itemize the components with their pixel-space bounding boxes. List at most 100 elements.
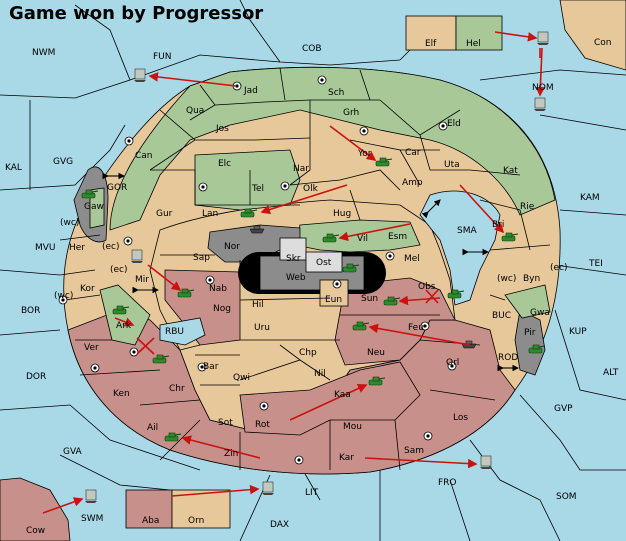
province-label-ail: Ail bbox=[147, 423, 158, 433]
province-label-jad: Jad bbox=[243, 86, 258, 96]
province-con[interactable] bbox=[559, 0, 626, 71]
coast-label-ec: (ec) bbox=[102, 242, 120, 252]
province-label-tel: Tel bbox=[251, 184, 264, 194]
province-label-sun: Sun bbox=[361, 294, 378, 304]
province-label-gur: Gur bbox=[156, 209, 173, 219]
province-elf[interactable] bbox=[405, 15, 457, 51]
province-label-feu: Feu bbox=[408, 323, 424, 333]
province-label-kaa: Kaa bbox=[334, 390, 351, 400]
sea-label-swm: SWM bbox=[81, 514, 103, 524]
sea-label-nwm: NWM bbox=[32, 48, 55, 58]
sea-label-tei: TEI bbox=[588, 259, 603, 269]
province-borders bbox=[59, 67, 551, 471]
coast-label-wc: (wc) bbox=[60, 218, 79, 228]
inner-green-north bbox=[194, 149, 301, 211]
coast-label-ec: (ec) bbox=[110, 265, 128, 275]
province-hel[interactable] bbox=[455, 15, 503, 51]
sea-label-rbu: RBU bbox=[165, 327, 184, 337]
province-label-orn: Orn bbox=[188, 516, 204, 526]
sea-label-mvu: MVU bbox=[35, 243, 56, 253]
sea-labels: NWM FUN COB NOM KAL GVG GOR KAM MVU SMA … bbox=[5, 44, 619, 530]
province-gwa-strip[interactable] bbox=[504, 284, 551, 319]
province-label-bri: Bri bbox=[492, 220, 504, 230]
province-label-mel: Mel bbox=[404, 254, 420, 264]
province-label-jos: Jos bbox=[215, 124, 229, 134]
province-label-gwa: Gwa bbox=[530, 308, 550, 318]
sea-label-sma: SMA bbox=[457, 226, 477, 236]
sea-label-kam: KAM bbox=[580, 193, 600, 203]
province-pir[interactable] bbox=[514, 309, 546, 376]
province-label-lan: Lan bbox=[202, 209, 218, 219]
province-cow[interactable] bbox=[0, 477, 71, 541]
sea-label-nom: NOM bbox=[532, 83, 554, 93]
province-label-con: Con bbox=[594, 38, 612, 48]
province-label-nor: Nor bbox=[224, 242, 240, 252]
province-label-ken: Ken bbox=[113, 389, 130, 399]
province-label-olk: Olk bbox=[303, 184, 319, 194]
province-label-chp: Chp bbox=[299, 348, 317, 358]
province-label-kar: Kar bbox=[339, 453, 354, 463]
sea-label-cob: COB bbox=[302, 44, 322, 54]
province-label-sot: Sot bbox=[218, 418, 233, 428]
province-label-mir: Mir bbox=[135, 275, 149, 285]
province-label-gaw: Gaw bbox=[84, 202, 104, 212]
province-label-los: Los bbox=[453, 413, 468, 423]
sea-label-bor: BOR bbox=[21, 306, 40, 316]
province-label-car: Car bbox=[405, 148, 421, 158]
sea-label-kup: KUP bbox=[569, 327, 587, 337]
province-ost[interactable] bbox=[305, 251, 343, 273]
province-label-elc: Elc bbox=[218, 159, 231, 169]
province-label-grh: Grh bbox=[343, 108, 359, 118]
province-label-eun: Eun bbox=[325, 295, 342, 305]
province-label-uru: Uru bbox=[254, 323, 270, 333]
move-orders bbox=[42, 31, 546, 514]
coast-label-ec: (ec) bbox=[550, 263, 568, 273]
province-label-sap: Sap bbox=[193, 253, 210, 263]
sea-label-rod: ROD bbox=[498, 353, 518, 363]
province-label-hil: Hil bbox=[252, 300, 264, 310]
sea-label-som: SOM bbox=[556, 492, 577, 502]
province-label-skr: Skr bbox=[286, 254, 301, 264]
province-label-sam: Sam bbox=[404, 446, 424, 456]
green-north-region bbox=[109, 66, 556, 231]
game-title: Game won by Progressor bbox=[9, 3, 263, 24]
province-label-nil: Nil bbox=[314, 369, 326, 379]
province-label-amp: Amp bbox=[402, 178, 423, 188]
province-label-orl: Orl bbox=[446, 358, 459, 368]
province-label-web: Web bbox=[286, 273, 306, 283]
province-label-cow: Cow bbox=[26, 526, 45, 536]
sea-sma-inlet bbox=[419, 190, 501, 306]
coast-label-wc: (wc) bbox=[497, 274, 516, 284]
coast-label-wc: (wc) bbox=[54, 291, 73, 301]
sea-label-dor: DOR bbox=[26, 372, 46, 382]
province-label-kor: Kor bbox=[80, 284, 95, 294]
province-label-rie: Rie bbox=[520, 202, 535, 212]
province-label-esm: Esm bbox=[388, 232, 407, 242]
province-labels: Elf Hel Jad Sch Qua Jos Grh Can Eld Elc … bbox=[26, 38, 612, 536]
province-ark[interactable] bbox=[99, 284, 151, 346]
bounce-markers bbox=[102, 172, 520, 372]
province-label-yor: Yor bbox=[357, 149, 372, 159]
coast-labels: (wc) (ec) (ec) (wc) (wc) (ec) bbox=[54, 218, 568, 301]
province-skr[interactable] bbox=[279, 237, 307, 261]
province-label-byn: Byn bbox=[523, 274, 540, 284]
sea-label-gor: GOR bbox=[107, 183, 127, 193]
province-label-qwi: Qwi bbox=[233, 373, 250, 383]
province-label-chr: Chr bbox=[169, 384, 185, 394]
province-label-ver: Ver bbox=[84, 343, 99, 353]
sea-label-gva: GVA bbox=[63, 447, 83, 457]
sea-label-alt: ALT bbox=[603, 368, 619, 378]
province-label-ost: Ost bbox=[316, 258, 332, 268]
province-label-elf: Elf bbox=[425, 39, 437, 49]
supply-centers bbox=[58, 75, 457, 465]
province-label-vil: Vil bbox=[357, 234, 368, 244]
province-label-qua: Qua bbox=[186, 106, 204, 116]
sea-label-gvp: GVP bbox=[554, 404, 573, 414]
province-label-neu: Neu bbox=[367, 348, 385, 358]
province-label-her: Her bbox=[69, 243, 85, 253]
province-orn[interactable] bbox=[171, 489, 231, 529]
sea-label-buc: BUC bbox=[492, 311, 511, 321]
province-aba[interactable] bbox=[125, 489, 173, 529]
